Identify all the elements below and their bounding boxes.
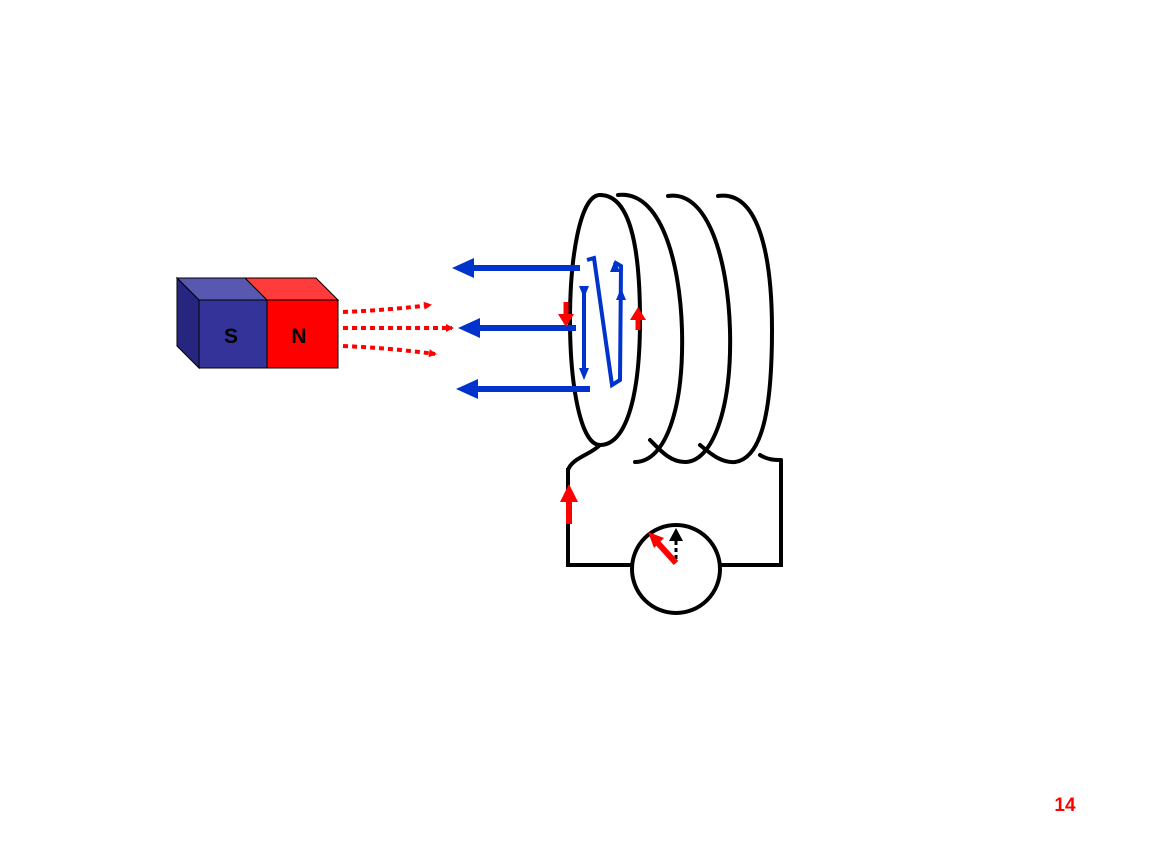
coil-loop-2 <box>616 192 685 464</box>
current-loop-path <box>586 255 624 389</box>
coil <box>566 192 783 472</box>
current-arrow-wire-up-head <box>560 484 578 502</box>
north-pole-label: N <box>291 325 306 348</box>
galvanometer-needle-head <box>648 532 664 548</box>
coil-loop-1 <box>568 193 643 448</box>
induced-current-loop <box>579 255 626 389</box>
bar-magnet: S N <box>175 276 340 370</box>
left-wire <box>566 468 632 567</box>
induced-field-arrowhead-top <box>452 258 474 278</box>
coil-loop-4 <box>698 193 775 465</box>
current-arrow-coil-left-down-head <box>558 314 574 327</box>
current-loop-up-right-head-1 <box>616 288 626 300</box>
page-number: 14 <box>1054 795 1076 816</box>
current-loop-down-left-head-2 <box>579 368 589 380</box>
magnet-field-lines <box>342 301 454 358</box>
galvanometer-needle <box>653 538 679 566</box>
galvanometer-zero-arrowhead <box>669 528 683 541</box>
coil-end-right <box>758 453 783 462</box>
current-loop-down-left-head-1 <box>579 286 589 298</box>
induced-field-arrowhead-middle <box>458 318 480 338</box>
south-pole-label: S <box>224 325 238 348</box>
galvanometer <box>630 523 722 615</box>
magnet-south-front-face <box>198 299 268 369</box>
current-arrow-coil-right-up-head <box>630 307 646 320</box>
current-arrows <box>558 302 646 524</box>
right-wire <box>721 460 783 567</box>
induced-field-arrows <box>452 258 590 399</box>
magnet-north-front-face <box>266 299 339 369</box>
field-line-bottom <box>342 344 437 358</box>
coil-connector <box>566 443 602 472</box>
field-line-top <box>342 301 432 314</box>
current-loop-up-right-head-2 <box>610 260 620 272</box>
induced-field-arrowhead-bottom <box>456 379 478 399</box>
coil-loop-3 <box>648 193 733 465</box>
